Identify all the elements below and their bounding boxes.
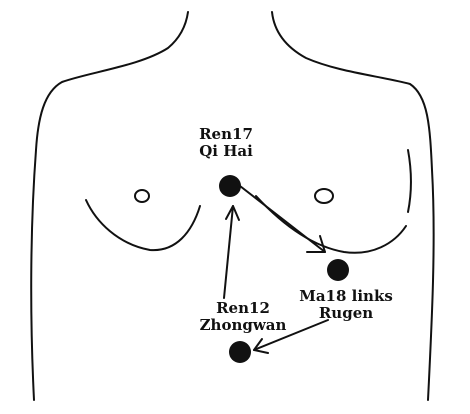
- right-chest-side-mark: [408, 150, 411, 212]
- ma18-label: Ma18 links Rugen: [288, 288, 404, 322]
- ma18-name: Ma18 links: [288, 288, 404, 305]
- ma18-point: [327, 259, 349, 281]
- right-chest-curve: [256, 196, 406, 253]
- right-nipple: [315, 189, 333, 203]
- ren17-name: Ren17: [186, 126, 266, 143]
- arrow-ren12-to-ren17-line: [224, 206, 233, 298]
- ren12-name: Ren12: [188, 300, 298, 317]
- ren12-point: [229, 341, 251, 363]
- ren17-pinyin: Qi Hai: [186, 143, 266, 160]
- left-chest-curve: [86, 200, 200, 250]
- arrow-ren17-to-ma18-line: [240, 186, 325, 252]
- ma18-pinyin: Rugen: [288, 305, 404, 322]
- ren12-pinyin: Zhongwan: [188, 317, 298, 334]
- left-nipple: [135, 190, 149, 202]
- neck-shoulder-left-outline: [31, 12, 188, 400]
- ren17-point: [219, 175, 241, 197]
- ren12-label: Ren12 Zhongwan: [188, 300, 298, 334]
- ren17-label: Ren17 Qi Hai: [186, 126, 266, 160]
